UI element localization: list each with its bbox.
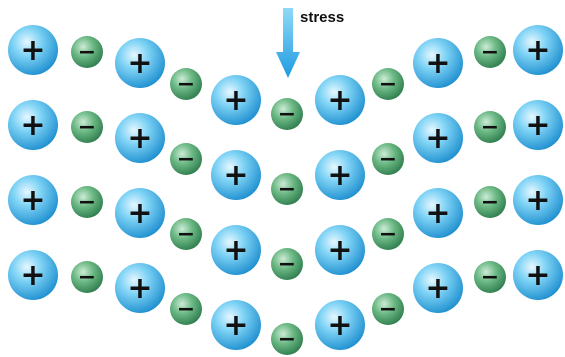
minus-sign: − xyxy=(78,190,96,215)
plus-sign: + xyxy=(425,196,450,231)
positive-ion: + xyxy=(211,75,261,125)
plus-sign: + xyxy=(223,233,248,268)
minus-sign: − xyxy=(177,297,195,322)
plus-sign: + xyxy=(327,233,352,268)
negative-ion: − xyxy=(71,261,103,293)
negative-ion: − xyxy=(170,68,202,100)
negative-ion: − xyxy=(170,218,202,250)
plus-sign: + xyxy=(525,258,550,293)
ion-lattice: +−+−+−+−+−++−+−+−+−+−++−+−+−+−+−++−+−+−+… xyxy=(8,25,563,355)
plus-sign: + xyxy=(127,46,152,81)
minus-sign: − xyxy=(177,72,195,97)
positive-ion: + xyxy=(211,300,261,350)
positive-ion: + xyxy=(413,263,463,313)
minus-sign: − xyxy=(481,190,499,215)
positive-ion: + xyxy=(211,225,261,275)
negative-ion: − xyxy=(372,293,404,325)
minus-sign: − xyxy=(379,72,397,97)
negative-ion: − xyxy=(474,36,506,68)
positive-ion: + xyxy=(115,38,165,88)
plus-sign: + xyxy=(425,121,450,156)
negative-ion: − xyxy=(271,248,303,280)
negative-ion: − xyxy=(71,186,103,218)
minus-sign: − xyxy=(379,222,397,247)
negative-ion: − xyxy=(271,98,303,130)
positive-ion: + xyxy=(513,175,563,225)
positive-ion: + xyxy=(513,25,563,75)
plus-sign: + xyxy=(223,83,248,118)
negative-ion: − xyxy=(170,143,202,175)
positive-ion: + xyxy=(513,250,563,300)
plus-sign: + xyxy=(20,183,45,218)
plus-sign: + xyxy=(20,258,45,293)
stress-label: stress xyxy=(300,9,344,26)
positive-ion: + xyxy=(8,100,58,150)
positive-ion: + xyxy=(8,250,58,300)
plus-sign: + xyxy=(425,271,450,306)
positive-ion: + xyxy=(315,225,365,275)
negative-ion: − xyxy=(372,218,404,250)
minus-sign: − xyxy=(177,147,195,172)
plus-sign: + xyxy=(127,271,152,306)
negative-ion: − xyxy=(372,143,404,175)
positive-ion: + xyxy=(315,150,365,200)
down-arrow-icon xyxy=(276,8,300,78)
plus-sign: + xyxy=(127,121,152,156)
positive-ion: + xyxy=(115,113,165,163)
minus-sign: − xyxy=(278,327,296,352)
minus-sign: − xyxy=(78,265,96,290)
positive-ion: + xyxy=(115,263,165,313)
plus-sign: + xyxy=(127,196,152,231)
plus-sign: + xyxy=(525,183,550,218)
plus-sign: + xyxy=(223,158,248,193)
minus-sign: − xyxy=(278,252,296,277)
negative-ion: − xyxy=(474,186,506,218)
negative-ion: − xyxy=(271,323,303,355)
negative-ion: − xyxy=(71,111,103,143)
negative-ion: − xyxy=(474,261,506,293)
negative-ion: − xyxy=(474,111,506,143)
plus-sign: + xyxy=(525,33,550,68)
positive-ion: + xyxy=(513,100,563,150)
minus-sign: − xyxy=(481,115,499,140)
minus-sign: − xyxy=(278,177,296,202)
minus-sign: − xyxy=(78,40,96,65)
minus-sign: − xyxy=(177,222,195,247)
minus-sign: − xyxy=(379,147,397,172)
plus-sign: + xyxy=(525,108,550,143)
positive-ion: + xyxy=(8,25,58,75)
positive-ion: + xyxy=(315,300,365,350)
negative-ion: − xyxy=(372,68,404,100)
minus-sign: − xyxy=(78,115,96,140)
minus-sign: − xyxy=(481,40,499,65)
negative-ion: − xyxy=(71,36,103,68)
minus-sign: − xyxy=(481,265,499,290)
minus-sign: − xyxy=(379,297,397,322)
positive-ion: + xyxy=(413,38,463,88)
plus-sign: + xyxy=(20,108,45,143)
plus-sign: + xyxy=(327,158,352,193)
positive-ion: + xyxy=(413,188,463,238)
positive-ion: + xyxy=(315,75,365,125)
negative-ion: − xyxy=(170,293,202,325)
positive-ion: + xyxy=(211,150,261,200)
stress-indicator: stress xyxy=(276,8,344,78)
plus-sign: + xyxy=(223,308,248,343)
positive-ion: + xyxy=(115,188,165,238)
positive-ion: + xyxy=(413,113,463,163)
plus-sign: + xyxy=(425,46,450,81)
plus-sign: + xyxy=(327,83,352,118)
positive-ion: + xyxy=(8,175,58,225)
plus-sign: + xyxy=(327,308,352,343)
negative-ion: − xyxy=(271,173,303,205)
plus-sign: + xyxy=(20,33,45,68)
minus-sign: − xyxy=(278,102,296,127)
